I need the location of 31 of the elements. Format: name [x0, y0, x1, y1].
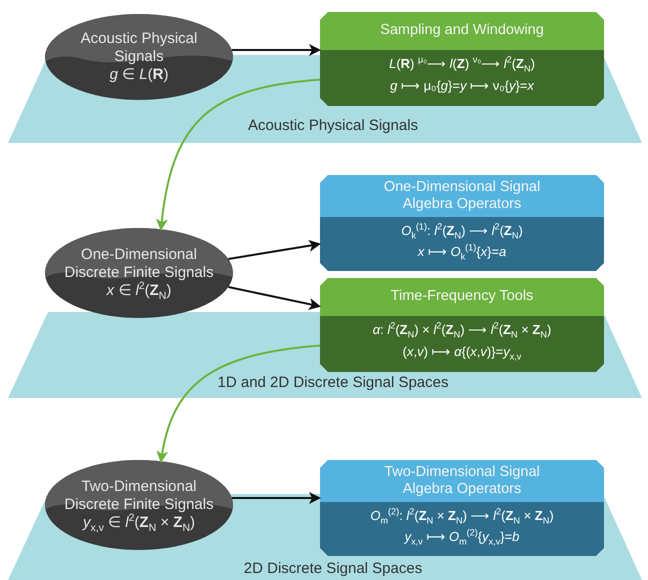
formula: (x,v) ⟼ α{(x,v)}=y$_{x,v}$ — [402, 344, 522, 361]
plane-label: 1D and 2D Discrete Signal Spaces — [218, 374, 448, 391]
arrow — [232, 492, 321, 504]
formula: O$_{m}$$^{(2)}$: l$^{2}$(Z$_{N}$ × Z$_{N}$) ⟶ l$^{2}$(Z$_{N}$ × Z$_{N}$) — [369, 508, 555, 525]
formula: y$_{x,v}$ ∈ l$^{2}$(Z$_{N}$ × Z$_{N}$) — [82, 514, 196, 532]
operator-box — [320, 12, 604, 106]
arrow — [228, 286, 321, 310]
arrow — [156, 78, 320, 231]
signal-ellipse — [45, 228, 233, 318]
box-title: Sampling and Windowing — [379, 21, 545, 40]
formula: x ⟼ O$_{k}$$^{(1)}${x}=a — [416, 244, 508, 261]
formula: L(R) $^{μ₀}$⟶ l(Z) $^{ν₀}$⟶ l$^{2}$(Z$_{N}$) — [388, 56, 536, 73]
operator-box — [320, 460, 604, 556]
signal-ellipse — [45, 14, 233, 100]
formula: g ⟼ μ₀{g}=y ⟼ ν₀{y}=x — [389, 78, 535, 95]
arrow — [156, 344, 320, 463]
box-title: Two-Dimensional Signal Algebra Operators — [383, 462, 541, 499]
arrow — [232, 44, 321, 56]
formula: α: l$^{2}$(Z$_{N}$) × l$^{2}$(Z$_{N}$) ⟶ l$^{2}$(Z$_{N}$ × Z$_{N}$) — [372, 322, 552, 339]
plane-label: 2D Discrete Signal Spaces — [244, 560, 422, 577]
box-title: One-Dimensional Signal Algebra Operators — [382, 178, 542, 214]
plane-label: Acoustic Physical Signals — [248, 117, 418, 134]
formula: O$_{k}$$^{(1)}$: l$^{2}$(Z$_{N}$) ⟶ l$^{2}$(Z$_{N}$) — [400, 223, 524, 240]
formula: y$_{x,v}$ ⟼ O$_{m}$$^{(2)}${y$_{x,v}$}=b — [403, 529, 520, 546]
operator-box — [320, 278, 604, 372]
box-title: Time-Frequency Tools — [390, 287, 534, 306]
operator-box — [320, 175, 604, 271]
arrow — [228, 240, 321, 260]
formula: x ∈ l$^{2}$(Z$_{N}$) — [106, 282, 172, 300]
formula: g ∈ L(R) — [110, 66, 168, 84]
signal-ellipse — [45, 460, 233, 550]
